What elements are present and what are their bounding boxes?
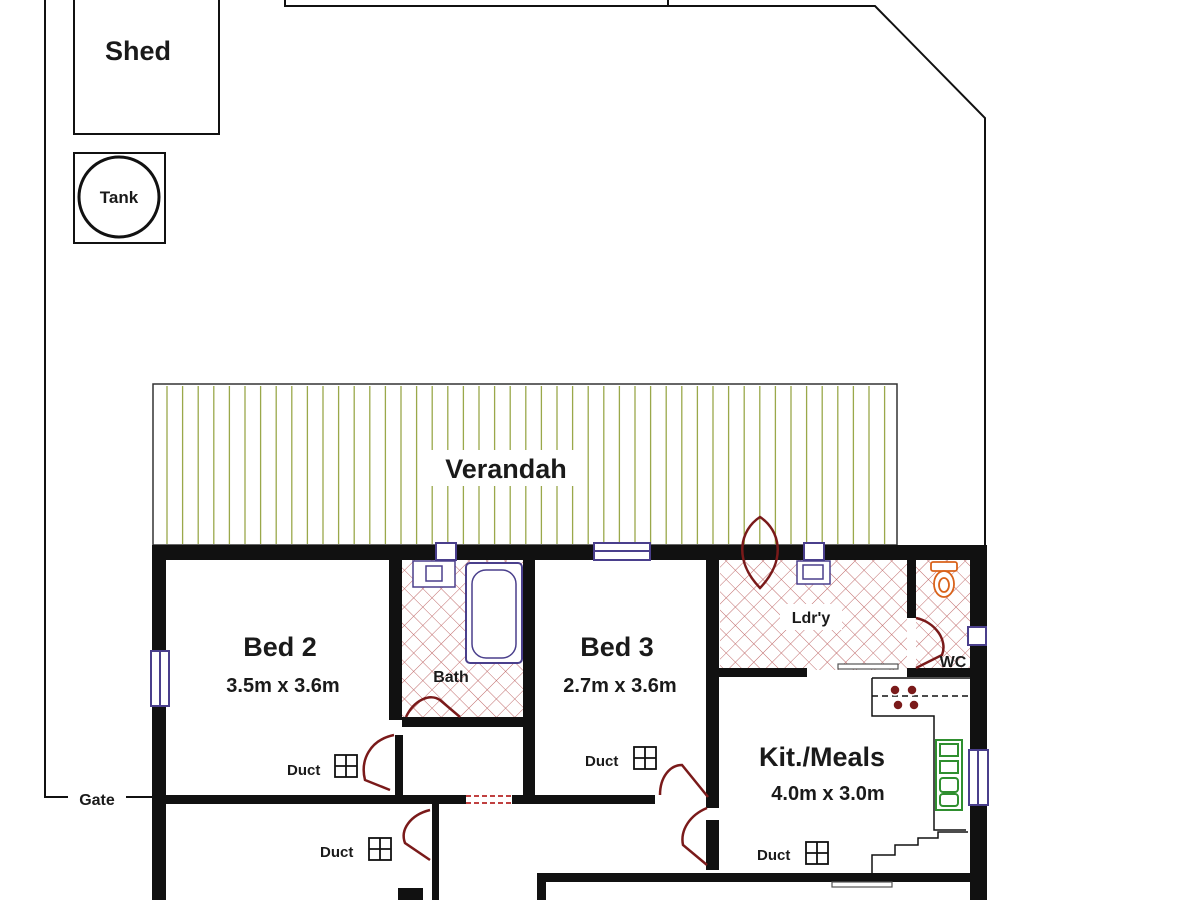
wall-lower-room-top [537, 873, 970, 882]
verandah-hatching [166, 386, 886, 544]
windows [150, 542, 989, 806]
kitchen-fixtures [871, 677, 970, 873]
sink-icon [935, 739, 963, 811]
bath-basin-bowl [425, 565, 443, 582]
sliding-doors [831, 663, 899, 888]
kitchen-sliding-door [831, 881, 893, 888]
wall-corridor-top-right [512, 795, 655, 804]
wall-laundry-wc [907, 560, 916, 618]
bath-fixtures [412, 560, 523, 664]
bed3-label: Bed 3 [580, 632, 654, 662]
verandah-label: Verandah [445, 454, 567, 484]
wall-bed2-bath [389, 560, 402, 720]
wall-bed2-bath-lower [395, 735, 403, 797]
bed2-label: Bed 2 [243, 632, 317, 662]
duct-label-bed3: Duct [585, 753, 618, 770]
trough-bowl [802, 564, 824, 580]
laundry-label-bg [780, 604, 842, 630]
door-bath [404, 696, 461, 718]
window-laundry [803, 542, 825, 561]
wall-corridor-top-left [166, 795, 466, 804]
wall-lower-stub [398, 888, 423, 900]
verandah-label-bg [428, 450, 584, 486]
wall-bath-bed3 [523, 560, 535, 800]
door-wc [915, 616, 945, 670]
tank-label: Tank [100, 188, 139, 207]
laundry-sliding-door [837, 663, 899, 670]
door-verandah [741, 515, 779, 590]
gate-label: Gate [79, 792, 115, 809]
door-bed2 [362, 733, 395, 792]
wall-top [152, 545, 987, 560]
bed2-size: 3.5m x 3.6m [226, 675, 339, 697]
bath-label: Bath [433, 669, 469, 686]
window-bath [435, 542, 457, 561]
bed3-size: 2.7m x 3.6m [563, 675, 676, 697]
wall-laundry-bottom [719, 668, 807, 677]
duct-icon [633, 746, 657, 770]
door-kitchen-lower [681, 806, 708, 866]
tank-frame [73, 152, 166, 244]
wall-bath-bottom [402, 717, 530, 727]
wall-left [152, 545, 166, 900]
door-bed3-lower [658, 763, 709, 798]
duct-label-corridor: Duct [320, 844, 353, 861]
verandah: Verandah [152, 383, 898, 546]
wall-lower-room-left [537, 873, 546, 900]
duct-label-kitchen: Duct [757, 847, 790, 864]
shed: Shed [73, 0, 220, 135]
cooktop-icon [889, 684, 920, 711]
bath-basin [412, 560, 456, 588]
doors [362, 515, 945, 866]
opening-dashed [466, 795, 512, 804]
kitchen-size: 4.0m x 3.0m [771, 783, 884, 805]
tank-circle [77, 155, 161, 239]
duct-icon [334, 754, 358, 778]
bench-outline [871, 678, 966, 831]
shed-label: Shed [105, 36, 171, 66]
toilet-icon [930, 561, 958, 598]
wall-kitchen-left-lower [706, 820, 719, 870]
duct-label-bed2: Duct [287, 762, 320, 779]
water-tank: Tank [73, 152, 166, 244]
laundry-trough [796, 560, 831, 585]
wall-corridor-lower-1 [432, 804, 439, 900]
wall-wc-bottom [907, 668, 970, 677]
shed-outline [73, 0, 220, 135]
wall-right [970, 545, 987, 900]
bathtub [465, 562, 523, 664]
duct-icon [805, 841, 829, 865]
kitchen-label: Kit./Meals [759, 742, 885, 772]
window-wc [967, 626, 987, 646]
stairs-outline [871, 831, 968, 873]
duct-icon [368, 837, 392, 861]
bathtub-inner [471, 569, 517, 659]
laundry-label: Ldr'y [792, 610, 831, 627]
wall-bed3-kitchen [706, 560, 719, 800]
wc-label: WC [940, 654, 967, 671]
wall-corridor-kitchen-stub [706, 800, 719, 808]
boundary-fence [44, 0, 986, 798]
ducts: Duct Duct Duct Duct [287, 746, 829, 865]
door-corridor-lower [402, 808, 431, 862]
